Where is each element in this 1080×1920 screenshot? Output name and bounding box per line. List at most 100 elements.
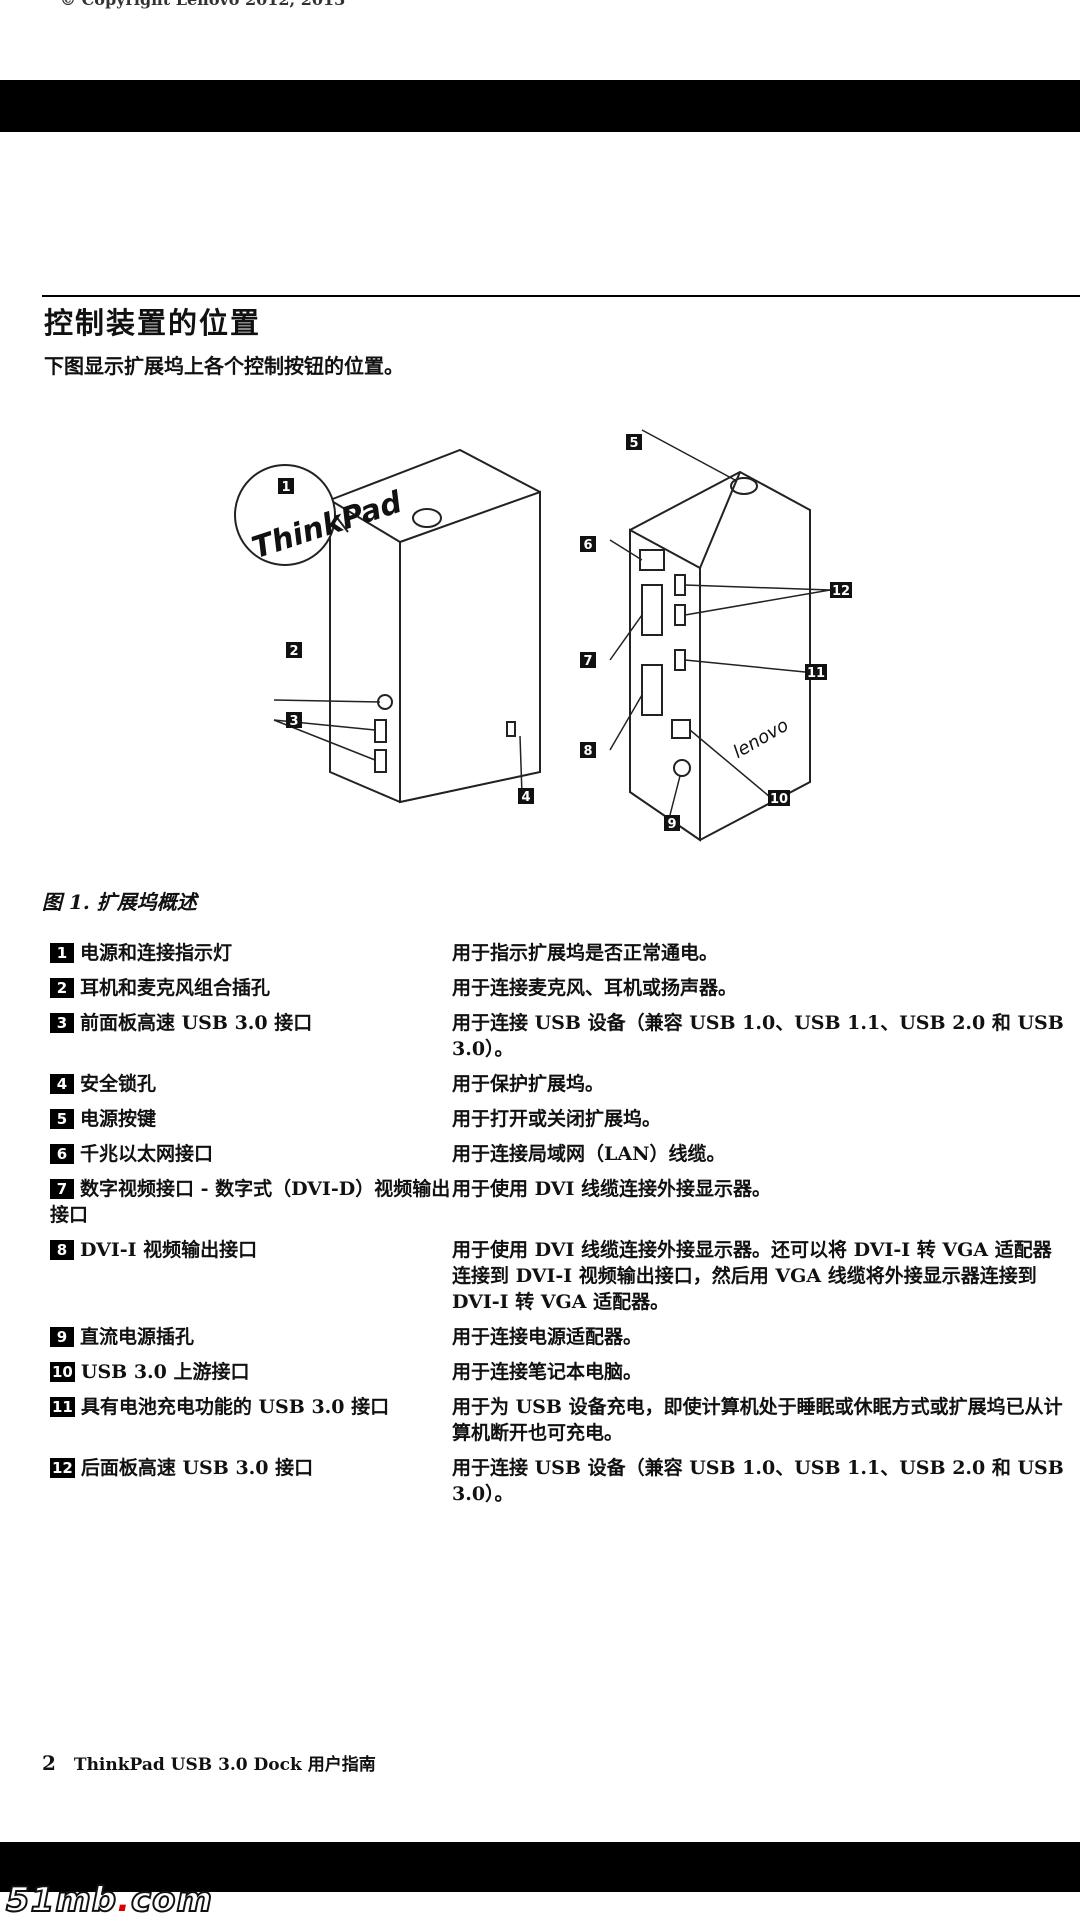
item-number-badge: 3 <box>50 1013 74 1033</box>
item-number-badge: 1 <box>50 943 74 963</box>
callout-10: 10 <box>768 790 790 807</box>
item-description: 用于连接笔记本电脑。 <box>452 1361 643 1383</box>
item-name: 前面板高速 USB 3.0 接口 <box>80 1012 313 1034</box>
bottom-black-bar <box>0 1842 1080 1892</box>
item-number-badge: 8 <box>50 1240 74 1260</box>
top-black-bar <box>0 80 1080 132</box>
rear-view-dock <box>629 470 811 842</box>
svg-text:7: 7 <box>583 654 592 669</box>
item-name: 千兆以太网接口 <box>80 1143 214 1165</box>
site-watermark: 51mb.com <box>5 1879 213 1920</box>
table-row: 3 前面板高速 USB 3.0 接口 用于连接 USB 设备（兼容 USB 1.0… <box>50 1010 1070 1062</box>
item-name: 电源和连接指示灯 <box>80 942 233 964</box>
svg-text:2: 2 <box>289 644 298 659</box>
table-row: 8 DVI-I 视频输出接口 用于使用 DVI 线缆连接外接显示器。还可以将 DV… <box>50 1237 1070 1315</box>
table-row: 6 千兆以太网接口 用于连接局域网（LAN）线缆。 <box>50 1141 1070 1167</box>
callout-11: 11 <box>805 664 827 681</box>
section-intro: 下图显示扩展坞上各个控制按钮的位置。 <box>44 354 404 378</box>
svg-text:8: 8 <box>583 744 592 759</box>
figure-caption: 图 1. 扩展坞概述 <box>42 890 197 914</box>
item-name: DVI-I 视频输出接口 <box>80 1239 258 1261</box>
item-description: 用于连接局域网（LAN）线缆。 <box>452 1143 726 1165</box>
item-number-badge: 10 <box>50 1362 75 1382</box>
page-footer: 2 ThinkPad USB 3.0 Dock 用户指南 <box>42 1750 376 1775</box>
item-name: USB 3.0 上游接口 <box>80 1361 250 1383</box>
item-description: 用于保护扩展坞。 <box>452 1073 605 1095</box>
item-number-badge: 6 <box>50 1144 74 1164</box>
item-name-cell: 6 千兆以太网接口 <box>50 1141 452 1167</box>
item-name: 具有电池充电功能的 USB 3.0 接口 <box>80 1396 390 1418</box>
callout-6: 6 <box>580 536 596 553</box>
item-description: 用于连接 USB 设备（兼容 USB 1.0、USB 1.1、USB 2.0 和… <box>452 1457 1064 1505</box>
page-number: 2 <box>42 1751 56 1775</box>
table-row: 1 电源和连接指示灯 用于指示扩展坞是否正常通电。 <box>50 940 1070 966</box>
callout-8: 8 <box>580 742 596 759</box>
svg-text:1: 1 <box>281 480 290 495</box>
callout-7: 7 <box>580 652 596 669</box>
svg-text:12: 12 <box>832 584 850 599</box>
svg-text:10: 10 <box>770 792 788 807</box>
item-description: 用于指示扩展坞是否正常通电。 <box>452 942 719 964</box>
table-row: 9 直流电源插孔 用于连接电源适配器。 <box>50 1324 1070 1350</box>
item-description: 用于为 USB 设备充电，即使计算机处于睡眠或休眠方式或扩展坞已从计算机断开也可… <box>452 1396 1063 1444</box>
callout-2: 2 <box>286 642 302 659</box>
item-description: 用于使用 DVI 线缆连接外接显示器。还可以将 DVI-I 转 VGA 适配器连… <box>452 1239 1052 1313</box>
callout-badges: 1 2 3 4 5 6 7 8 9 10 11 12 <box>278 434 852 832</box>
svg-text:3: 3 <box>289 714 298 729</box>
svg-text:5: 5 <box>629 436 638 451</box>
svg-text:9: 9 <box>667 817 676 832</box>
callout-1: 1 <box>278 478 294 495</box>
callout-4: 4 <box>518 788 534 805</box>
svg-text:4: 4 <box>521 790 530 805</box>
front-view-dock <box>234 448 541 804</box>
item-name: 直流电源插孔 <box>80 1326 195 1348</box>
section-rule <box>42 295 1080 297</box>
callout-12: 12 <box>830 582 852 599</box>
item-number-badge: 7 <box>50 1179 74 1199</box>
table-row: 4 安全锁孔 用于保护扩展坞。 <box>50 1071 1070 1097</box>
item-number-badge: 11 <box>50 1397 75 1417</box>
item-name: 数字视频接口 - 数字式（DVI-D）视频输出接口 <box>50 1178 451 1226</box>
item-name-cell: 5 电源按键 <box>50 1106 452 1132</box>
item-number-badge: 2 <box>50 978 74 998</box>
callout-5: 5 <box>626 434 642 451</box>
item-name-cell: 9 直流电源插孔 <box>50 1324 452 1350</box>
item-number-badge: 12 <box>50 1458 75 1478</box>
item-description: 用于打开或关闭扩展坞。 <box>452 1108 662 1130</box>
item-description: 用于使用 DVI 线缆连接外接显示器。 <box>452 1178 772 1200</box>
item-name-cell: 2 耳机和麦克风组合插孔 <box>50 975 452 1001</box>
item-name-cell: 4 安全锁孔 <box>50 1071 452 1097</box>
callout-9: 9 <box>664 815 680 832</box>
controls-table: 1 电源和连接指示灯 用于指示扩展坞是否正常通电。 2 耳机和麦克风组合插孔 用于连… <box>50 940 1070 1516</box>
item-description: 用于连接 USB 设备（兼容 USB 1.0、USB 1.1、USB 2.0 和… <box>452 1012 1064 1060</box>
item-name: 后面板高速 USB 3.0 接口 <box>80 1457 314 1479</box>
copyright-notice: © Copyright Lenovo 2012, 2013 <box>60 0 345 9</box>
svg-text:11: 11 <box>807 666 825 681</box>
dock-overview-figure: ThinkPad lenovo 1 2 3 4 5 <box>234 429 852 842</box>
footer-title: ThinkPad USB 3.0 Dock 用户指南 <box>73 1755 376 1775</box>
section-title: 控制装置的位置 <box>44 306 262 340</box>
item-number-badge: 9 <box>50 1327 74 1347</box>
item-number-badge: 4 <box>50 1074 74 1094</box>
callout-3: 3 <box>286 712 302 729</box>
svg-text:6: 6 <box>583 538 592 553</box>
item-name-cell: 8 DVI-I 视频输出接口 <box>50 1237 452 1315</box>
item-name: 电源按键 <box>80 1108 157 1130</box>
item-name-cell: 1 电源和连接指示灯 <box>50 940 452 966</box>
item-name: 安全锁孔 <box>80 1073 157 1095</box>
item-number-badge: 5 <box>50 1109 74 1129</box>
item-description: 用于连接麦克风、耳机或扬声器。 <box>452 977 738 999</box>
item-name-cell: 3 前面板高速 USB 3.0 接口 <box>50 1010 452 1062</box>
item-name: 耳机和麦克风组合插孔 <box>80 977 271 999</box>
table-row: 5 电源按键 用于打开或关闭扩展坞。 <box>50 1106 1070 1132</box>
table-row: 2 耳机和麦克风组合插孔 用于连接麦克风、耳机或扬声器。 <box>50 975 1070 1001</box>
item-description: 用于连接电源适配器。 <box>452 1326 643 1348</box>
